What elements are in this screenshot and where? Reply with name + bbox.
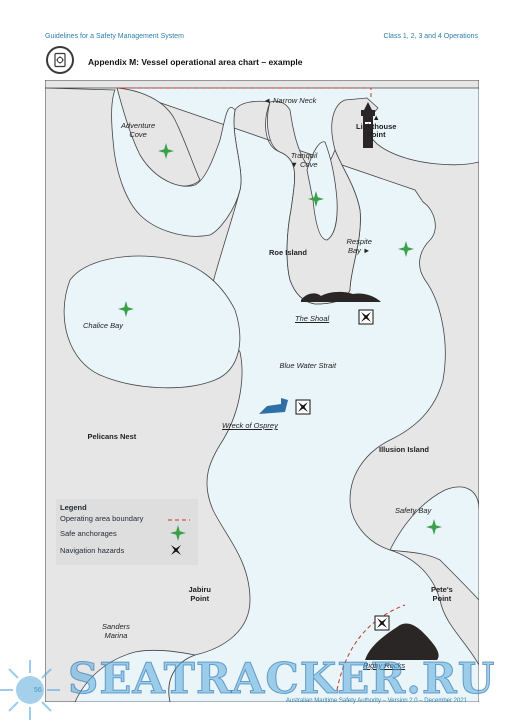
operating-boundary-top — [117, 87, 372, 100]
dashed-line-icon — [168, 519, 190, 521]
label-pelicans-nest: Pelicans Nest — [87, 432, 137, 441]
header-class-operations: Class 1, 2, 3 and 4 Operations — [383, 33, 478, 40]
footer-text: Australian Maritime Safety Authority – V… — [285, 698, 467, 704]
label-narrow-neck: ◄ Narrow Neck — [263, 96, 317, 105]
header-document-title: Guidelines for a Safety Management Syste… — [45, 33, 184, 40]
label-roe-island: Roe Island — [269, 248, 307, 257]
sanders-marina-water — [74, 649, 197, 702]
watermark-text: SEATRACKER.RU — [67, 654, 496, 704]
operational-area-map — [45, 80, 479, 702]
rigby-rocks — [365, 623, 439, 660]
anchorage-star-icon — [170, 525, 186, 541]
shoal-rocks — [301, 291, 381, 302]
legend-title: Legend — [60, 503, 87, 512]
hazard-wreck — [295, 399, 311, 415]
label-jabiru-point: Jabiru Point — [188, 585, 212, 603]
label-safety-bay: Safety Bay — [395, 506, 432, 515]
label-wreck-of-osprey: Wreck of Osprey — [222, 421, 278, 430]
document-badge-icon — [46, 46, 74, 74]
hazard-rigby-rocks — [374, 615, 390, 631]
hazard-cross-icon — [171, 545, 181, 555]
label-blue-water-strait: Blue Water Strait — [279, 361, 337, 370]
label-illusion-island: Illusion Island — [379, 445, 430, 454]
page-title: Appendix M: Vessel operational area char… — [88, 57, 303, 67]
legend-item-hazards: Navigation hazards — [60, 546, 125, 555]
lighthouse-icon — [361, 102, 375, 148]
wreck-icon — [259, 398, 288, 414]
label-petes-point: Pete's Point — [431, 585, 453, 603]
legend-item-anchorages: Safe anchorages — [60, 529, 117, 538]
label-the-shoal: The Shoal — [295, 314, 330, 323]
legend-item-boundary: Operating area boundary — [60, 514, 144, 523]
label-lighthouse-point: ▲ Lighthouse Point — [356, 113, 397, 140]
map-legend: Legend Operating area boundary Safe anch… — [56, 499, 198, 565]
hazard-shoal — [358, 309, 374, 325]
label-adventure-cove: Adventure Cove — [121, 121, 156, 139]
sun-burst-icon — [0, 660, 60, 720]
label-chalice-bay: Chalice Bay — [83, 321, 124, 330]
operating-boundary-bottom — [336, 604, 406, 691]
label-rigby-rocks: Rigby Rocks — [363, 661, 406, 670]
label-sanders-marina: Sanders Marina — [102, 622, 130, 640]
safety-bay-water — [389, 486, 479, 601]
label-respite-bay: Respite Bay ► — [346, 237, 372, 255]
label-tranquil-cove: Tranquil ▼ Cove — [290, 151, 318, 169]
chalice-bay-water — [63, 255, 241, 389]
